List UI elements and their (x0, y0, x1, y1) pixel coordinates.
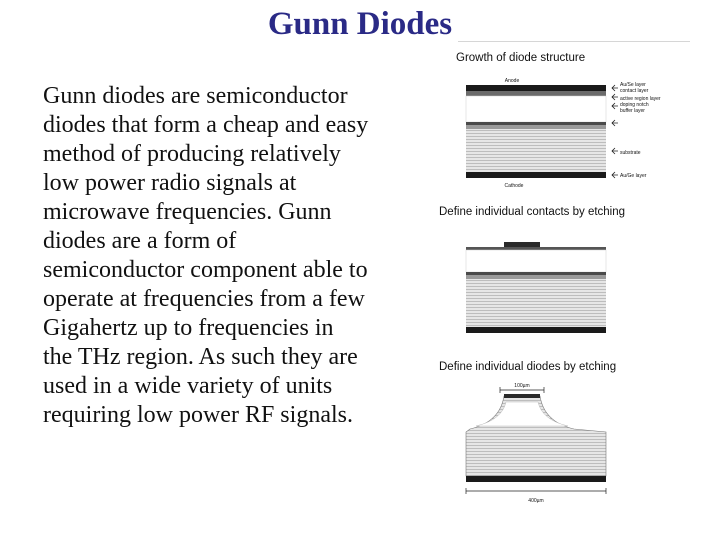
doping-notch-label: doping notch (620, 102, 649, 108)
title-divider (458, 41, 690, 42)
body-line: diodes that form a cheap and easy (43, 112, 369, 138)
top-dimension (499, 387, 545, 393)
mesa-active-region (475, 401, 569, 427)
bottom-dimension (465, 488, 607, 494)
anode-label: Anode (505, 78, 520, 84)
active-region-layer (465, 95, 607, 123)
body-line: used in a wide variety of units (43, 373, 333, 399)
body-line: operate at frequencies from a few (43, 286, 365, 312)
step2-wafer (465, 242, 607, 333)
step1-wafer: Anode Cathode Au/Se layer contact layer … (465, 78, 661, 189)
body-paragraph: Gunn diodes are semiconductor diodes tha… (43, 82, 433, 430)
doping-notch (466, 122, 606, 125)
buffer-layer (466, 125, 606, 129)
step3-wafer: 100µm 400µm (465, 383, 607, 504)
body-line: microwave frequencies. Gunn (43, 199, 332, 225)
step2-caption: Define individual contacts by etching (439, 206, 625, 218)
step3-caption: Define individual diodes by etching (439, 361, 616, 373)
cathode-label: Cathode (505, 183, 524, 189)
body-line: Gigahertz up to frequencies in (43, 315, 334, 341)
etched-contact (504, 242, 540, 247)
fabrication-diagram: Growth of diode structure Anode Cathode … (439, 52, 661, 504)
contact-layer (466, 91, 606, 96)
au-bottom-layer (466, 476, 606, 482)
body-line: the THz region. As such they are (43, 344, 358, 370)
bottom-dimension-label: 400µm (528, 498, 543, 504)
au-ge-layer-label: Au/Ge layer (620, 173, 647, 179)
au-bottom-layer (466, 172, 606, 178)
body-line: method of producing relatively (43, 141, 341, 167)
au-bottom-layer (466, 327, 606, 333)
body-line: low power radio signals at (43, 170, 297, 196)
top-dimension-label: 100µm (514, 383, 529, 389)
substrate-label: substrate (620, 150, 641, 156)
body-line: semiconductor component able to (43, 257, 368, 283)
mesa-contact (504, 394, 540, 398)
au-se-layer-label: Au/Se layer (620, 82, 646, 88)
body-line: Gunn diodes are semiconductor (43, 83, 348, 109)
body-line: requiring low power RF signals. (43, 402, 353, 428)
active-region-label: active region layer (620, 96, 661, 102)
au-top-layer (466, 85, 606, 91)
substrate-layer (466, 279, 606, 327)
diode-fabrication-figure: Growth of diode structure Anode Cathode … (434, 44, 704, 514)
layer-pointers (611, 84, 618, 179)
body-line: diodes are a form of (43, 228, 237, 254)
substrate-layer (466, 129, 606, 172)
contact-layer-label: contact layer (620, 88, 649, 94)
doping-notch (466, 272, 606, 275)
contact-layer (466, 247, 606, 250)
active-region-layer (465, 249, 607, 273)
step1-caption: Growth of diode structure (456, 52, 585, 64)
buffer-layer (466, 275, 606, 279)
slide-title: Gunn Diodes (267, 6, 453, 42)
buffer-layer-label: buffer layer (620, 108, 645, 114)
